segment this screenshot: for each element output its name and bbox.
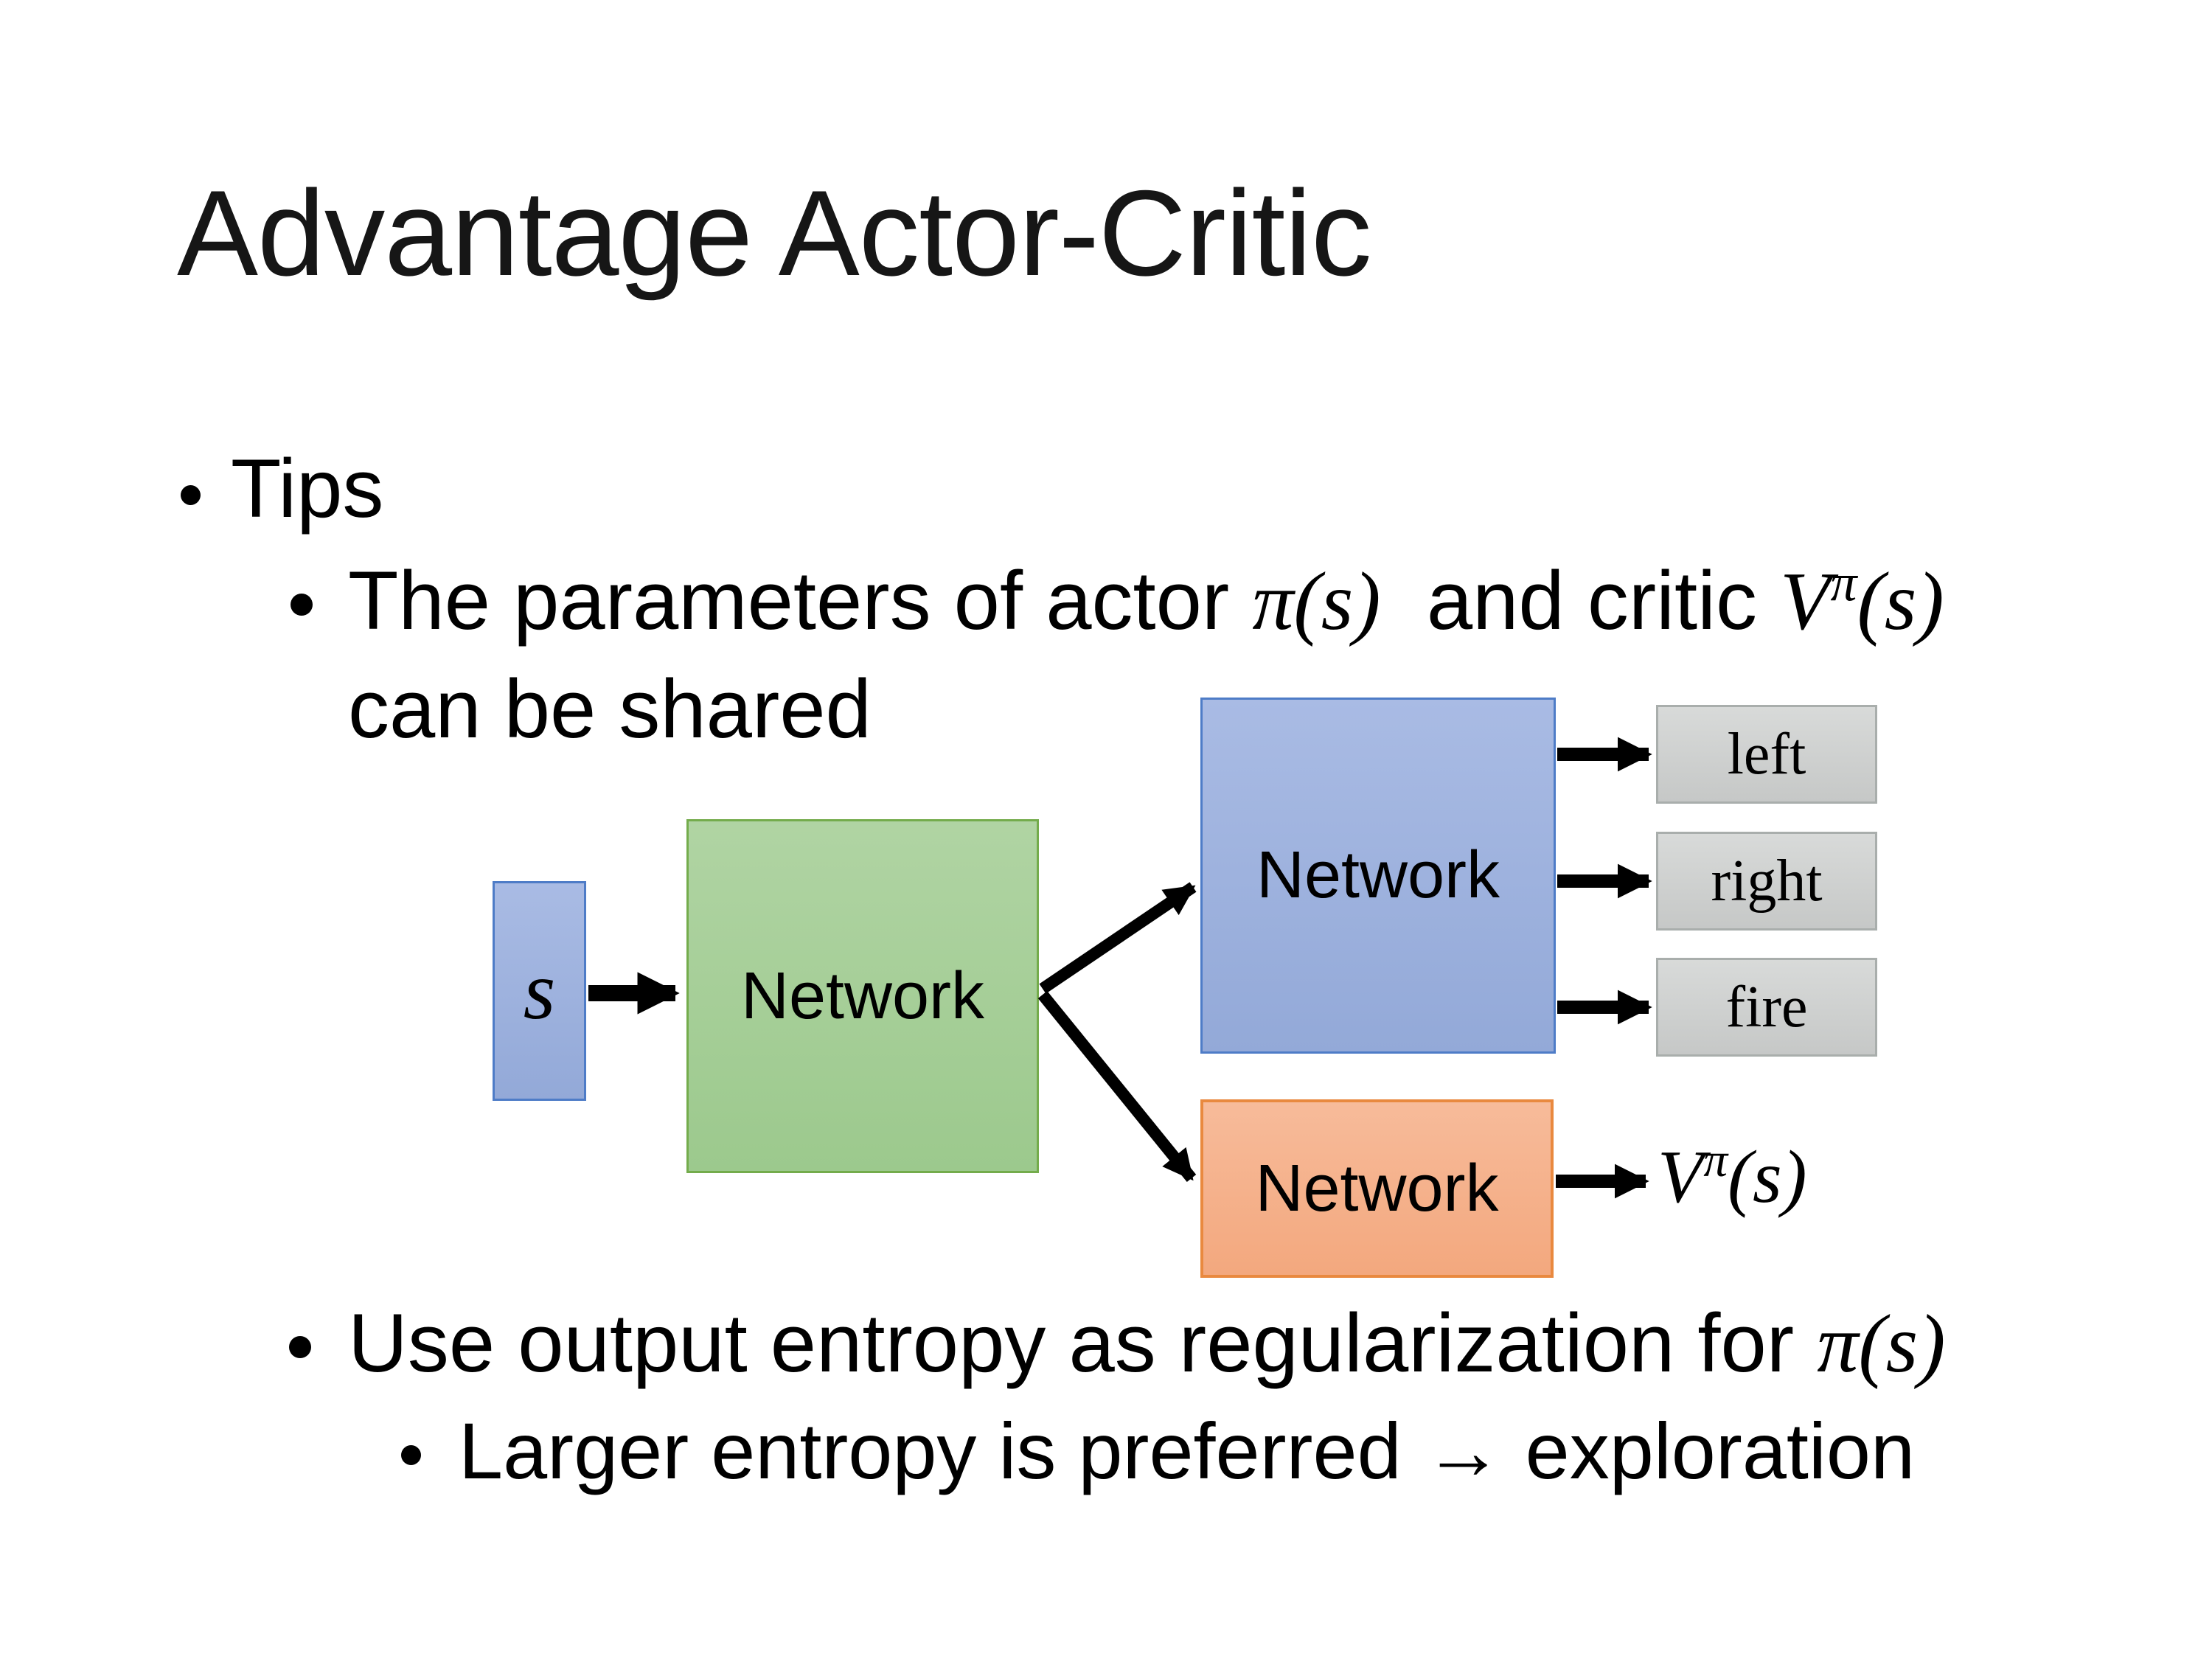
action-box-left: left xyxy=(1656,705,1877,804)
critic-network-box: Network xyxy=(1200,1099,1554,1278)
entropy-text: Use output entropy as regularization for xyxy=(348,1297,1818,1389)
action-label-fire: fire xyxy=(1725,974,1808,1040)
value-function-label: Vπ(s) xyxy=(1658,1134,1807,1220)
action-label-left: left xyxy=(1727,721,1806,787)
actor-network-label: Network xyxy=(1256,838,1500,912)
state-label: s xyxy=(523,945,556,1037)
bullet-parameters-line1: The parameters of actor π(s) and critic … xyxy=(348,552,1944,651)
bullet-tips: Tips xyxy=(231,442,384,535)
value-args: (s) xyxy=(1728,1135,1807,1219)
arrow-shared-to-actor xyxy=(1039,882,1197,994)
value-base: V xyxy=(1658,1135,1704,1219)
critic-v-base: V xyxy=(1780,556,1831,647)
arrow-shared-to-critic xyxy=(1037,990,1197,1183)
shared-network-label: Network xyxy=(740,959,985,1033)
critic-v-sup: π xyxy=(1830,553,1857,613)
bullet-dot-exploration xyxy=(401,1445,421,1465)
bullet-dot-parameters xyxy=(291,594,313,616)
state-box: s xyxy=(493,881,586,1101)
parameters-mid-text: and critic xyxy=(1380,554,1781,647)
critic-network-label: Network xyxy=(1255,1151,1499,1225)
action-label-right: right xyxy=(1711,848,1823,914)
bullet-dot-entropy xyxy=(289,1336,311,1358)
critic-v-args: (s) xyxy=(1857,556,1944,647)
actor-network-box: Network xyxy=(1200,698,1556,1054)
bullet-dot-tips xyxy=(181,485,201,505)
bullet-exploration: Larger entropy is preferred → exploratio… xyxy=(459,1406,1916,1495)
shared-network-box: Network xyxy=(686,819,1039,1173)
parameters-text: The parameters of actor xyxy=(348,554,1253,647)
action-box-fire: fire xyxy=(1656,958,1877,1057)
actor-pi-math: π(s) xyxy=(1252,556,1381,647)
slide-title: Advantage Actor-Critic xyxy=(177,165,1372,301)
action-box-right: right xyxy=(1656,832,1877,931)
bullet-entropy: Use output entropy as regularization for… xyxy=(348,1294,1946,1394)
entropy-pi-math: π(s) xyxy=(1817,1298,1946,1390)
value-sup: π xyxy=(1703,1134,1728,1187)
bullet-parameters-line2: can be shared xyxy=(348,663,872,755)
